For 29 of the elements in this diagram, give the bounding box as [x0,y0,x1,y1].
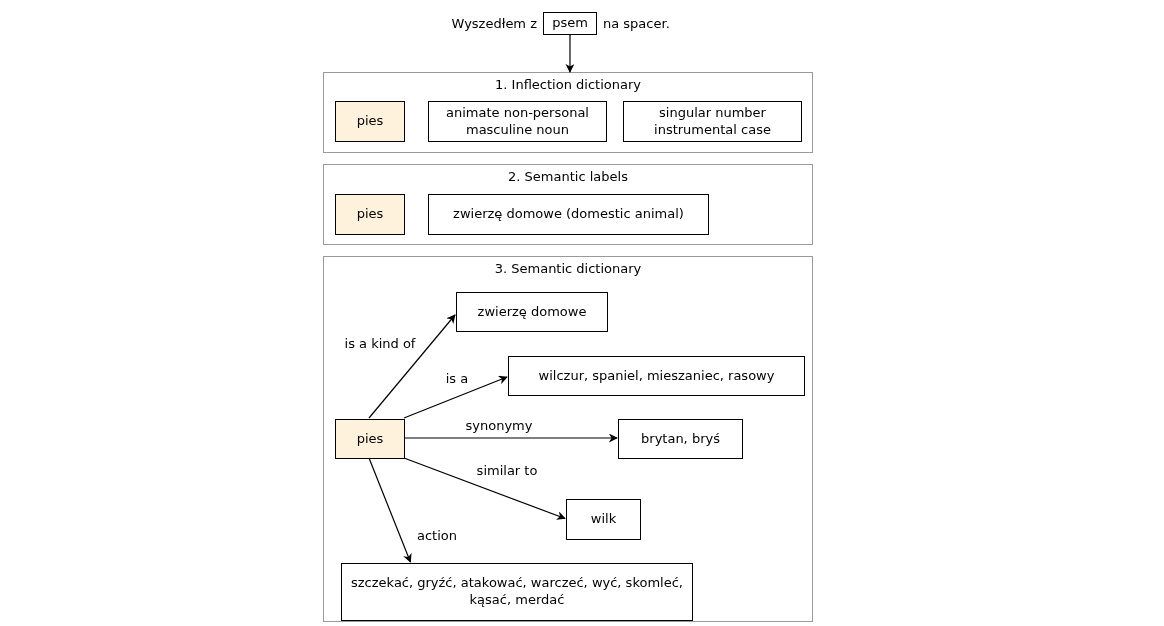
arrow [368,457,412,563]
panel-title: 1. Inflection dictionary [494,77,642,92]
entry-box: animate non-personal masculine noun [428,101,607,142]
arrow [368,314,456,419]
edge-label: is a [444,371,470,385]
edge-label: is a kind of [343,336,417,350]
lemma-box: pies [335,101,405,142]
entry-box: wilczur, spaniel, mieszaniec, rasowy [508,356,805,396]
arrow [403,375,508,419]
panel-title: 2. Semantic labels [507,169,629,184]
entry-box: brytan, bryś [618,419,743,459]
sentence-text: na spacer. [603,16,670,30]
dictionary-panel [323,72,813,153]
lemma-box: pies [335,419,405,459]
word-box: psem [543,12,597,35]
arrow [403,433,618,443]
entry-box: szczekać, gryźć, atakować, warczeć, wyć, skomleć, kąsać, merdać [341,563,693,621]
entry-box: zwierzę domowe (domestic animal) [428,194,709,235]
panel-title: 3. Semantic dictionary [493,261,643,276]
entry-box: wilk [566,499,641,540]
entry-box: singular number instrumental case [623,101,802,142]
edge-label: action [416,528,458,542]
lemma-box: pies [335,194,405,235]
edge-label: similar to [475,463,539,477]
dictionary-panel [323,164,813,245]
arrow [403,457,566,520]
dictionary-panel [323,256,813,622]
entry-box: zwierzę domowe [456,292,608,332]
arrow [565,34,575,73]
